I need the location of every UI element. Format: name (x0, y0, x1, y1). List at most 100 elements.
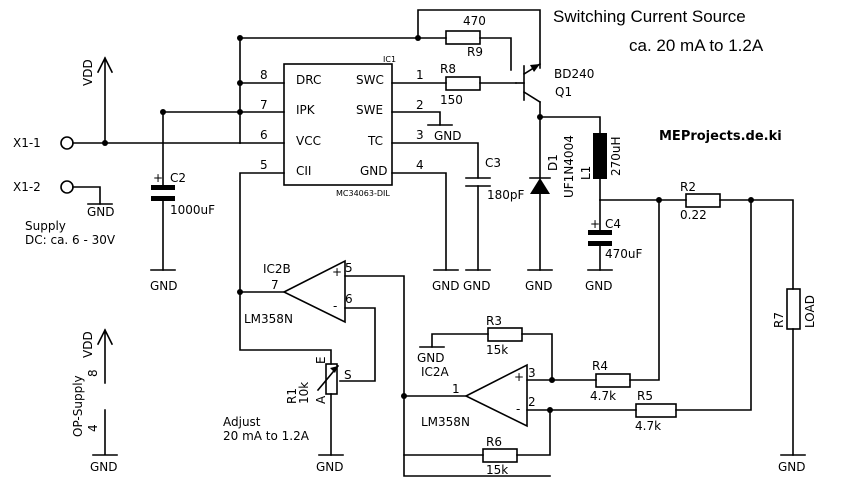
r6-value: 15k (486, 463, 508, 477)
wire-ic2b-plus (344, 275, 551, 477)
opamp-ic2a: IC2A LM358N 1 3 2 + - (421, 363, 536, 429)
inductor-l1: L1 270uH (579, 133, 623, 201)
connector-x1-1: X1-1 (13, 136, 74, 150)
r5-value: 4.7k (635, 419, 661, 433)
gnd-label-op: GND (90, 460, 118, 474)
ic2a-pin-3: 3 (528, 366, 536, 380)
r9-ref: R9 (467, 45, 483, 59)
connector-x1-2: X1-2 (13, 180, 74, 194)
opamp-ic2b: IC2B LM358N 7 5 6 + - (244, 259, 353, 326)
ic1-part: MC34063-DIL (336, 189, 390, 198)
ic1-pin-num-4: 4 (416, 158, 424, 172)
q1-ref: Q1 (555, 85, 572, 99)
c2-ref: C2 (170, 171, 186, 185)
resistor-r8: R8 150 (440, 62, 481, 107)
wire-emitter-loop (417, 9, 541, 69)
title-line-1: Switching Current Source (553, 7, 746, 26)
ic1-pin-num-1: 1 (416, 68, 424, 82)
ic2b-plus-sign: + (332, 265, 342, 279)
r6-ref: R6 (486, 435, 502, 449)
ic1-pin-num-8: 8 (260, 68, 268, 82)
junction-dots (102, 35, 754, 413)
ic1-pin-drc: DRC (296, 73, 321, 87)
resistor-r3: R3 15k (486, 314, 523, 357)
r5-ref: R5 (637, 389, 653, 403)
vdd-arrow-input: VDD (81, 56, 114, 144)
wire-r3-plus (521, 333, 553, 381)
wire-r5-sense (675, 199, 752, 411)
op-supply-label: OP-Supply (71, 375, 85, 437)
wire-r4-sense (629, 199, 660, 381)
ic2a-ref: IC2A (421, 365, 450, 379)
gnd-label-pin4: GND (432, 279, 460, 293)
supply-range: DC: ca. 6 - 30V (25, 233, 116, 247)
ic1-pin-gnd: GND (360, 164, 388, 178)
ic2b-ref: IC2B (263, 262, 291, 276)
wire-pin3-c3 (391, 142, 479, 179)
wire-ic2b-minus-wiper (339, 307, 376, 382)
connector-x1-2-label: X1-2 (13, 180, 41, 194)
gnd-label-load: GND (778, 460, 806, 474)
capacitor-c2: + C2 1000uF GND (150, 111, 215, 293)
ic2a-part: LM358N (421, 415, 470, 429)
r9-value: 470 (463, 14, 486, 28)
capacitor-c3: C3 180pF GND (463, 156, 525, 293)
gnd-label-c3: GND (463, 279, 491, 293)
c4-plus-sign: + (590, 217, 600, 231)
wire-r6-minus (516, 409, 551, 456)
r1-ref: R1 (285, 388, 299, 404)
r3-value: 15k (486, 343, 508, 357)
wire-r3-gnd (431, 333, 489, 348)
q1-part: BD240 (554, 67, 594, 81)
ic2b-pin-5: 5 (345, 261, 353, 275)
r1-pin-s: S (344, 368, 352, 382)
ic1-pin-num-7: 7 (260, 98, 268, 112)
ic2a-pin-2: 2 (528, 395, 536, 409)
op-supply: VDD 8 OP-Supply 4 GND (71, 328, 118, 474)
resistor-r5: R5 4.7k (635, 389, 677, 433)
ic1-mc34063: IC1 MC34063-DIL DRC IPK VCC CII SWC SWE … (260, 55, 424, 198)
wire-r2-load (719, 199, 794, 290)
d1-part: UF1N4004 (562, 135, 576, 198)
ic2a-minus-sign: - (516, 402, 520, 416)
r1-pin-a: A (314, 395, 328, 404)
ic2a-pin-1: 1 (452, 382, 460, 396)
ic1-ref: IC1 (383, 55, 396, 64)
capacitor-c4: + C4 470uF GND (585, 217, 643, 293)
r1-value: 10k (297, 382, 311, 404)
c3-value: 180pF (487, 188, 525, 202)
wire-pin5-cii (239, 172, 332, 365)
supply-label: Supply (25, 219, 66, 233)
l1-value: 270uH (609, 136, 623, 176)
title-line-2: ca. 20 mA to 1.2A (629, 36, 764, 55)
resistor-r9: 470 R9 (445, 14, 486, 59)
wire-pin4-gnd (391, 172, 447, 271)
gnd-symbol-x1-2: GND (87, 203, 115, 219)
ic1-pin-num-5: 5 (260, 158, 268, 172)
adjust-range: 20 mA to 1.2A (223, 429, 310, 443)
wire-x1-2-gnd (72, 186, 101, 205)
r1-pin-e: E (314, 356, 328, 364)
r8-value: 150 (440, 93, 463, 107)
gnd-symbol-pin2: GND (427, 124, 462, 143)
ic1-pin-num-3: 3 (416, 128, 424, 142)
resistor-r6: R6 15k (482, 435, 518, 477)
vdd-label-input: VDD (81, 59, 95, 86)
wire-r9-base (479, 37, 512, 71)
c2-plus-sign: + (153, 171, 163, 185)
credit-text: MEProjects.de.ki (659, 129, 782, 144)
potentiometer-r1: R1 10k A E S GND (285, 356, 352, 474)
wire-collector-l1 (539, 101, 601, 134)
resistor-r2: R2 0.22 (680, 180, 721, 222)
gnd-label-pin2: GND (434, 129, 462, 143)
resistor-r4: R4 4.7k (590, 359, 631, 403)
r7-ref: R7 (772, 312, 786, 328)
resistor-r7-load: R7 LOAD GND (772, 288, 817, 474)
ic1-pin-num-6: 6 (260, 128, 268, 142)
r2-value: 0.22 (680, 208, 707, 222)
gnd-label-c4: GND (585, 279, 613, 293)
gnd-label-c2: GND (150, 279, 178, 293)
gnd-label-r3: GND (417, 351, 445, 365)
